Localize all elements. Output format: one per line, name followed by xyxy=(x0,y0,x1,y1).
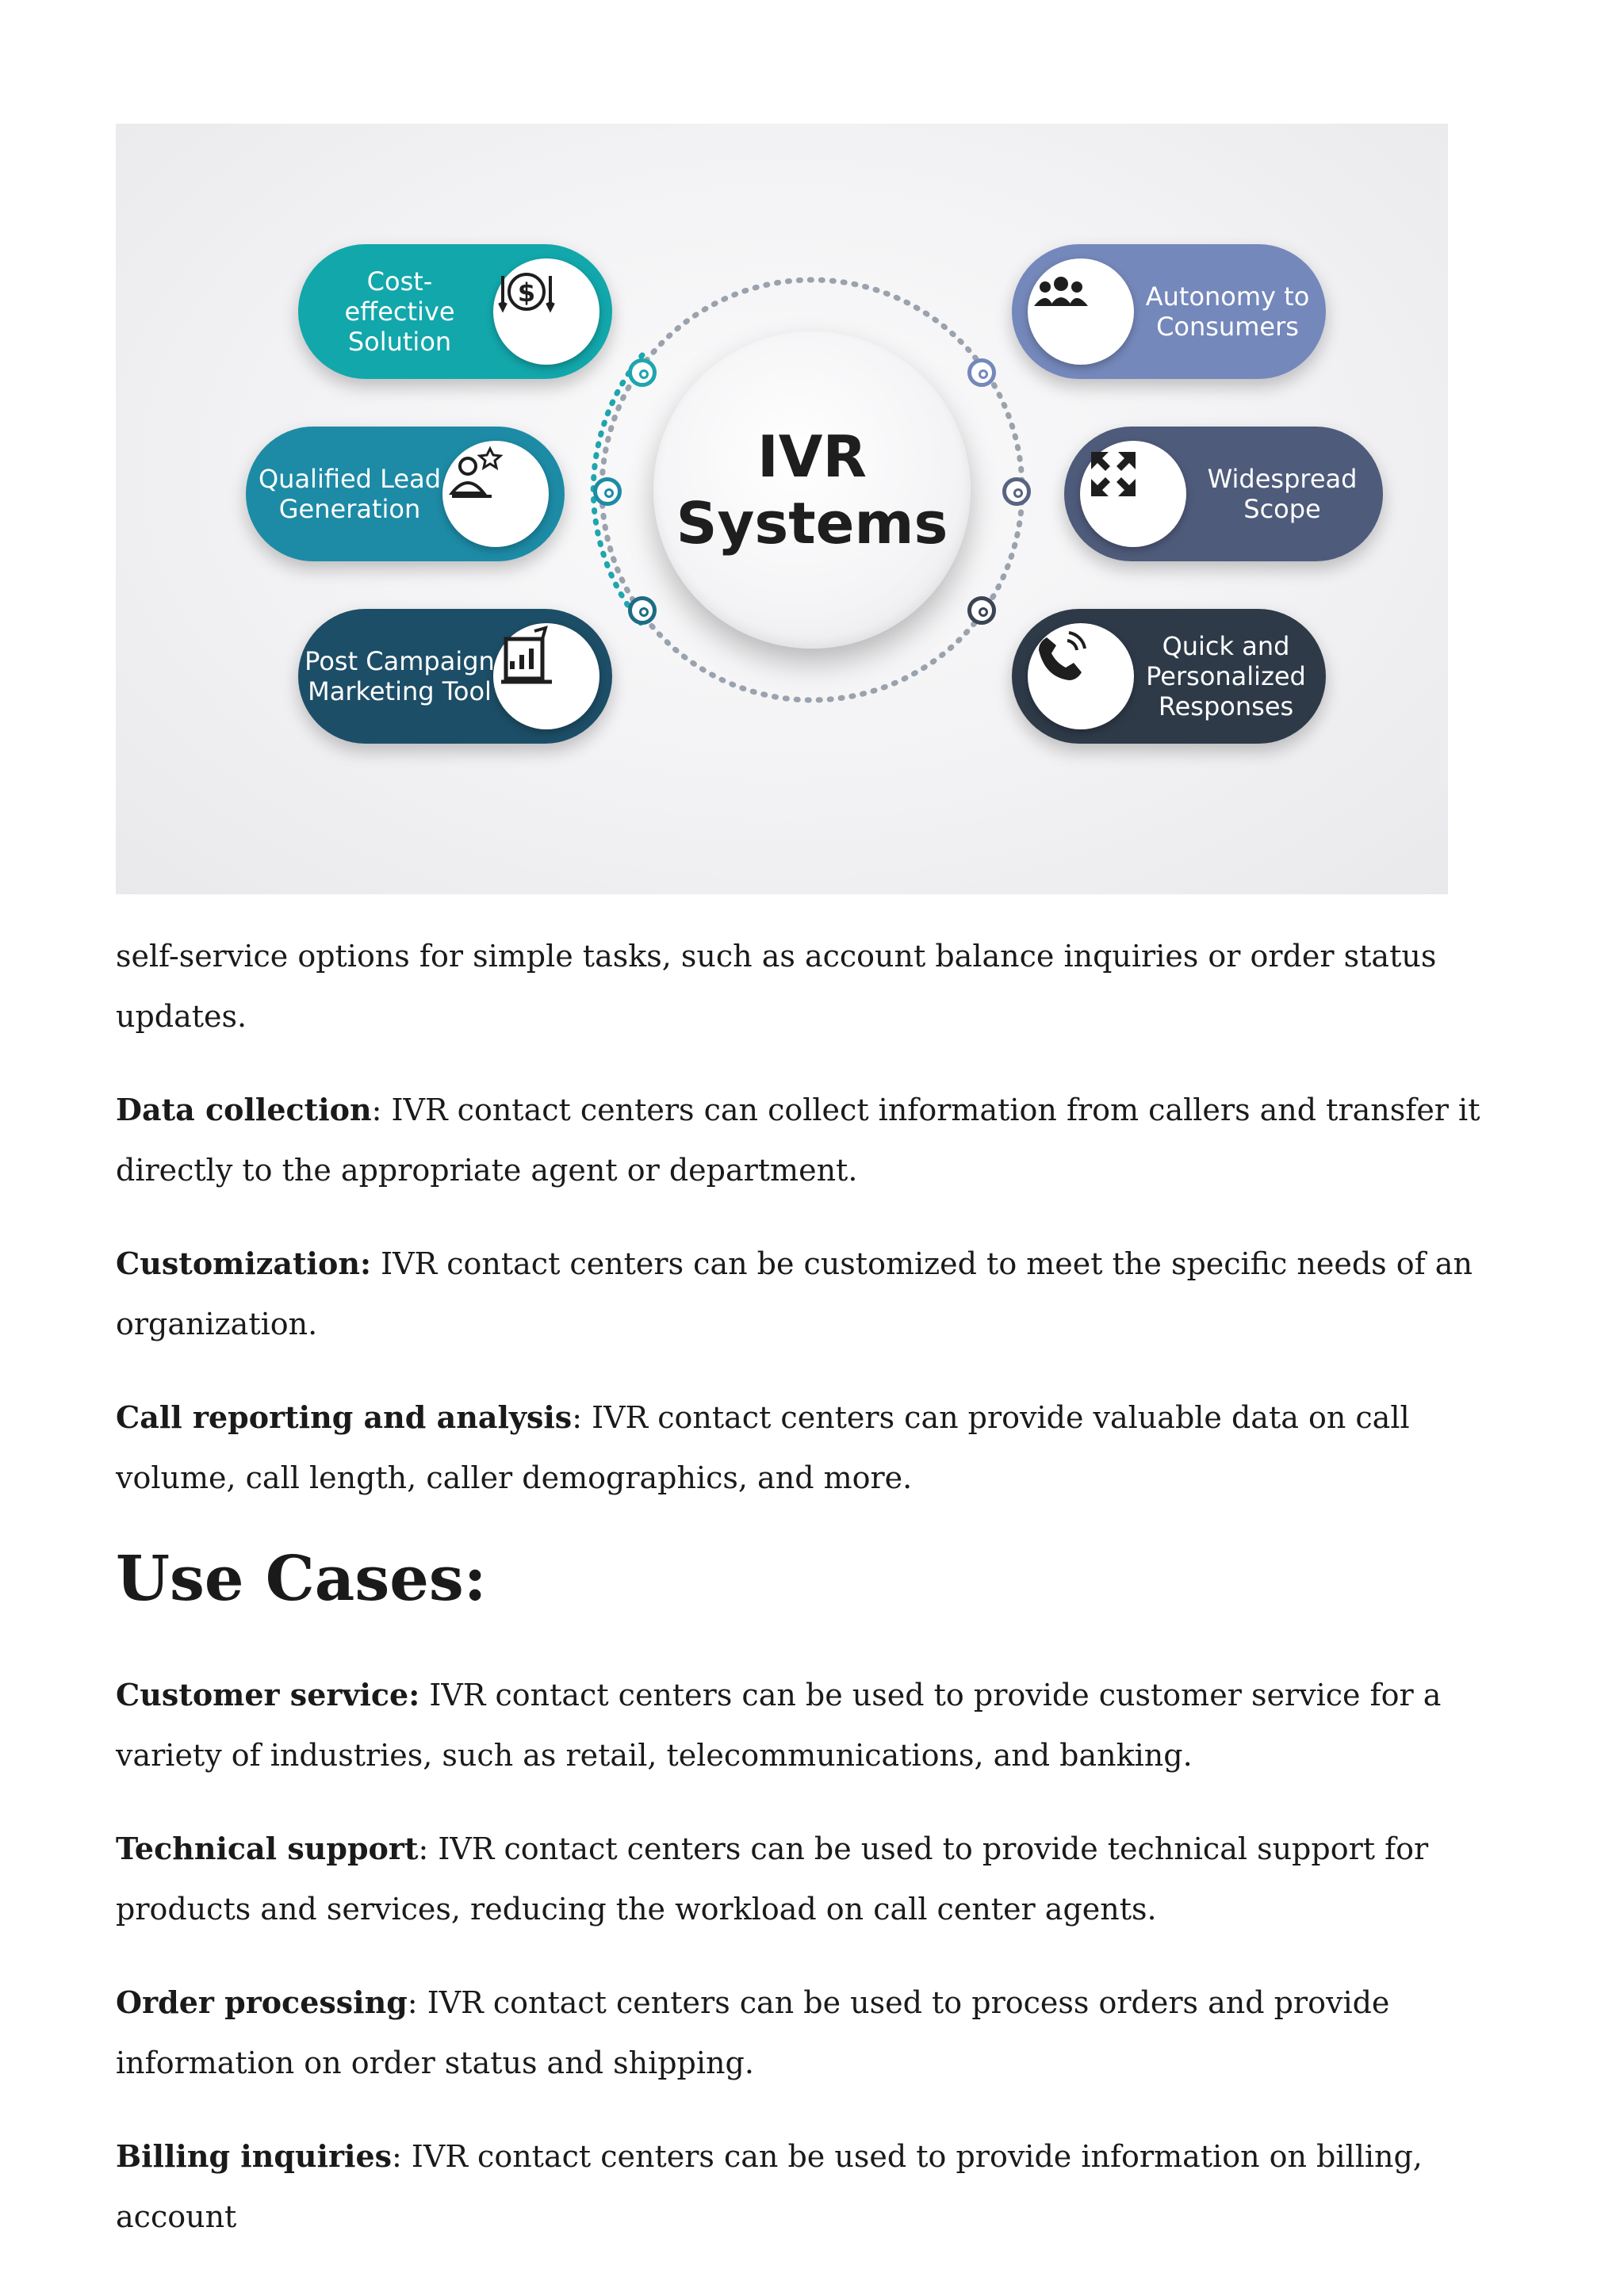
intro-paragraph: self-service options for simple tasks, s… xyxy=(116,939,1437,1034)
use-case-order-processing: Order processing: IVR contact centers ca… xyxy=(116,1984,1390,2080)
ring-node xyxy=(1002,477,1031,506)
feature-call-reporting: Call reporting and analysis: IVR contact… xyxy=(116,1399,1410,1495)
ring-node xyxy=(593,477,622,506)
feature-customization: Customization: IVR contact centers can b… xyxy=(116,1246,1473,1341)
money-cycle-icon: $ xyxy=(493,258,599,365)
term: Call reporting and analysis xyxy=(116,1399,573,1435)
pill-cost-effective-solution: Cost-effective Solution $ xyxy=(298,244,612,379)
marketing-chart-icon xyxy=(493,623,599,729)
pill-label: Autonomy to Consumers xyxy=(1145,281,1310,342)
use-case-technical-support: Technical support: IVR contact centers c… xyxy=(116,1831,1429,1927)
ring-node xyxy=(967,358,996,387)
svg-text:$: $ xyxy=(518,277,535,308)
pill-label: Widespread Scope xyxy=(1207,464,1358,524)
term: Customer service: xyxy=(116,1677,420,1712)
term: Data collection xyxy=(116,1092,372,1127)
pill-label: Quick and Personalized Responses xyxy=(1146,631,1306,721)
ivr-systems-infographic: IVR Systems Cost-effective Solution $ Qu… xyxy=(116,124,1448,894)
pill-label: Qualified Lead Generation xyxy=(258,464,442,524)
term: Order processing xyxy=(116,1984,408,2020)
expand-arrows-icon xyxy=(1080,441,1186,547)
pill-label: Cost-effective Solution xyxy=(344,266,455,357)
use-case-customer-service: Customer service: IVR contact centers ca… xyxy=(116,1677,1442,1773)
article-body: self-service options for simple tasks, s… xyxy=(116,926,1508,2280)
center-title: IVR Systems xyxy=(676,423,948,557)
pill-label: Post Campaign Marketing Tool xyxy=(304,646,495,706)
center-circle: IVR Systems xyxy=(653,331,971,649)
pill-qualified-lead-generation: Qualified Lead Generation xyxy=(246,427,565,561)
pill-post-campaign-marketing-tool: Post Campaign Marketing Tool xyxy=(298,609,612,744)
term: Technical support xyxy=(116,1831,419,1866)
feature-data-collection: Data collection: IVR contact centers can… xyxy=(116,1092,1480,1188)
use-cases-heading: Use Cases: xyxy=(116,1543,487,1615)
ring-node xyxy=(967,596,996,625)
phone-call-icon xyxy=(1028,623,1134,729)
people-group-icon xyxy=(1028,258,1134,365)
ring-node xyxy=(628,358,657,387)
pill-quick-personalized-responses: Quick and Personalized Responses xyxy=(1012,609,1326,744)
term: Billing inquiries xyxy=(116,2138,393,2174)
term: Customization: xyxy=(116,1246,371,1281)
ring-node xyxy=(628,596,657,625)
use-case-billing-inquiries: Billing inquiries: IVR contact centers c… xyxy=(116,2138,1423,2234)
person-star-icon xyxy=(442,441,549,547)
pill-widespread-scope: Widespread Scope xyxy=(1064,427,1383,561)
pill-autonomy-to-consumers: Autonomy to Consumers xyxy=(1012,244,1326,379)
